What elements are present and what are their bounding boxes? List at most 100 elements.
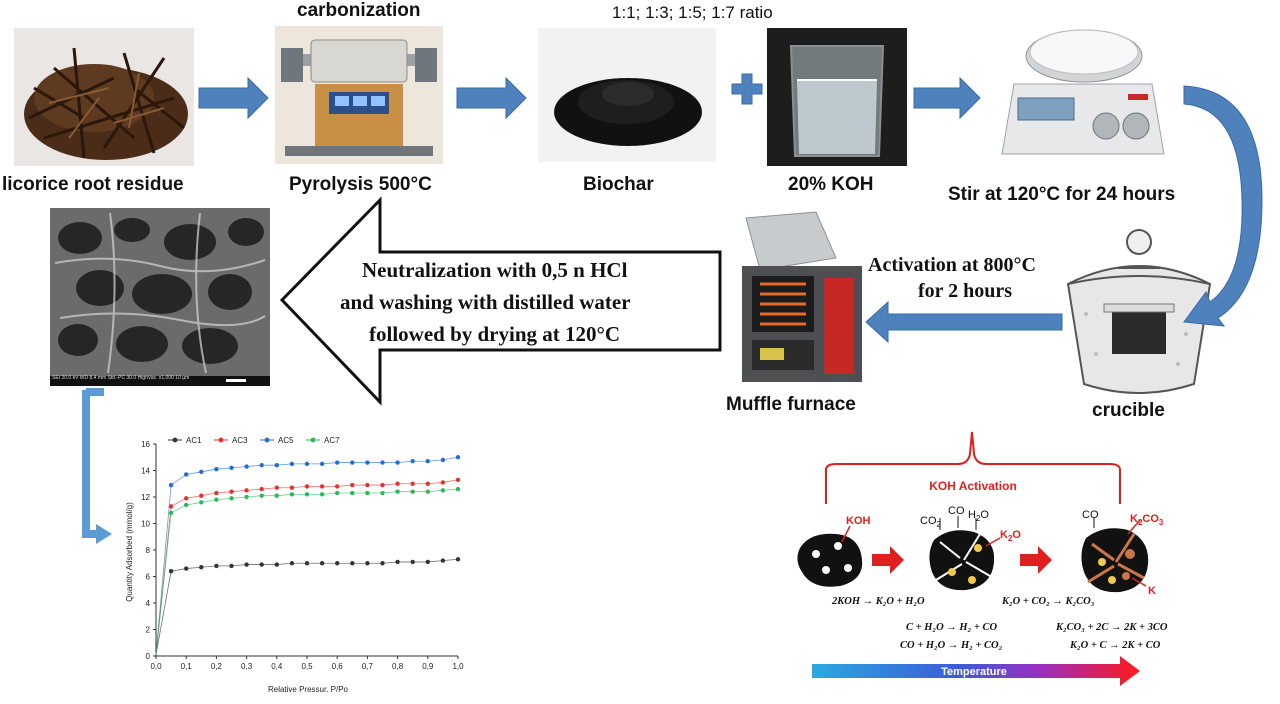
data-point-ac5 [440, 457, 446, 463]
y-tick-label: 10 [141, 520, 150, 529]
x-tick-label: 0,6 [332, 662, 344, 671]
data-point-ac1 [199, 565, 204, 570]
arrow-pyrolysis-to-biochar [456, 76, 527, 120]
x-tick-label: 1,0 [452, 662, 464, 671]
y-tick-label: 12 [141, 493, 150, 502]
root-residue-illustration [24, 47, 188, 160]
arrow-raw-to-pyrolysis [198, 76, 269, 120]
data-point-ac3 [440, 480, 446, 485]
legend-label-ac5: AC5 [278, 436, 294, 445]
legend-marker-ac1 [172, 437, 178, 443]
plus-sign [731, 73, 763, 105]
data-point-ac7 [244, 494, 249, 500]
data-point-ac3 [350, 482, 355, 488]
label-k2o: K2O [1000, 529, 1021, 543]
hotplate-stirrer-photo [988, 14, 1178, 162]
chart-series [155, 455, 461, 655]
tube-furnace-photo [275, 26, 443, 164]
data-point-ac5 [380, 460, 385, 465]
legend-marker-ac5 [264, 437, 270, 443]
data-point-ac5 [410, 459, 415, 464]
data-point-ac1 [395, 559, 400, 565]
data-point-ac7 [365, 490, 370, 496]
y-tick-label: 0 [146, 652, 151, 661]
temperature-bar [812, 656, 1140, 686]
data-point-ac7 [289, 492, 295, 497]
data-point-ac7 [425, 489, 430, 494]
data-point-ac7 [440, 488, 446, 493]
data-point-ac1 [274, 562, 279, 567]
stirrer-illustration [1001, 29, 1165, 155]
chart-y-axis-label: Quantity Adsorbed (mmol/g) [125, 502, 134, 602]
data-point-ac5 [365, 460, 370, 465]
x-tick-label: 0,1 [181, 662, 193, 671]
data-point-ac1 [229, 563, 234, 569]
label-koh: 20% KOH [788, 174, 874, 195]
data-point-ac3 [380, 482, 385, 488]
data-point-ac5 [455, 455, 461, 460]
data-point-ac3 [289, 485, 295, 490]
koh-mechanism-diagram: KOH Activation KOH CO2 CO H2O K2O CO K2C… [797, 431, 1164, 686]
crucible-illustration [1066, 229, 1212, 394]
data-point-ac5 [289, 461, 295, 467]
data-point-ac5 [425, 459, 430, 464]
data-point-ac3 [214, 490, 219, 496]
data-point-ac1 [440, 558, 446, 563]
equation-3: C + H₂O → H₂ + CO [906, 622, 998, 633]
label-crucible: crucible [1092, 400, 1165, 421]
y-tick-label: 14 [141, 467, 150, 476]
label-koh-particle: KOH [846, 515, 871, 527]
y-tick-label: 16 [141, 440, 150, 449]
carbon-particle-3 [1081, 518, 1149, 593]
data-point-ac1 [350, 561, 355, 566]
label-activation-line1: Activation at 800°C [868, 254, 1036, 276]
label-h2o: H2O [968, 509, 989, 523]
arrow-crucible-to-muffle [865, 300, 1063, 344]
x-tick-label: 0,3 [241, 662, 253, 671]
data-point-ac5 [319, 461, 325, 467]
y-tick-label: 6 [146, 573, 151, 582]
y-tick-label: 8 [146, 546, 151, 555]
neutralization-line3: followed by drying at 120°C [369, 322, 621, 346]
data-point-ac7 [168, 510, 174, 516]
equation-2: K₂O + CO₂ → K₂CO₃ [1002, 596, 1095, 607]
data-point-ac5 [274, 463, 279, 468]
crucible-photo [1066, 224, 1212, 400]
data-point-ac7 [380, 490, 385, 496]
data-point-ac5 [229, 465, 234, 471]
mechanism-arrow-2 [1020, 546, 1052, 574]
sem-caption: SEI 20.0 kV WD 8.4 mm Std.-PC 30.0 HighV… [52, 375, 190, 381]
label-licorice-root: licorice root residue [2, 174, 184, 195]
data-point-ac7 [335, 490, 340, 496]
data-point-ac5 [304, 461, 310, 467]
data-point-ac7 [395, 489, 400, 494]
label-k2co3: K2CO3 [1130, 513, 1164, 527]
biochar-photo [538, 28, 716, 162]
data-point-ac3 [274, 485, 279, 490]
data-point-ac7 [259, 493, 264, 498]
label-stir: Stir at 120°C for 24 hours [948, 184, 1176, 205]
data-point-ac1 [319, 561, 325, 566]
equation-6: K₂O + C → 2K + CO [1070, 640, 1161, 651]
data-point-ac1 [455, 557, 461, 562]
data-point-ac5 [184, 472, 189, 477]
data-point-ac3 [410, 481, 415, 486]
legend-label-ac7: AC7 [324, 436, 340, 445]
data-point-ac7 [214, 497, 219, 502]
data-point-ac5 [335, 460, 340, 465]
y-tick-label: 2 [146, 626, 151, 635]
equation-5: K₂CO₃ + 2C → 2K + 3CO [1056, 622, 1168, 633]
arrow-sem-to-chart [82, 390, 100, 538]
data-point-ac7 [410, 489, 415, 494]
data-point-ac5 [350, 460, 355, 465]
data-point-ac3 [244, 488, 249, 493]
data-point-ac7 [350, 490, 355, 496]
data-point-ac3 [168, 504, 174, 509]
x-tick-label: 0,8 [392, 662, 404, 671]
data-point-ac3 [365, 482, 370, 488]
data-point-ac5 [259, 463, 264, 468]
data-point-ac1 [365, 561, 370, 566]
label-co: CO [948, 505, 965, 517]
